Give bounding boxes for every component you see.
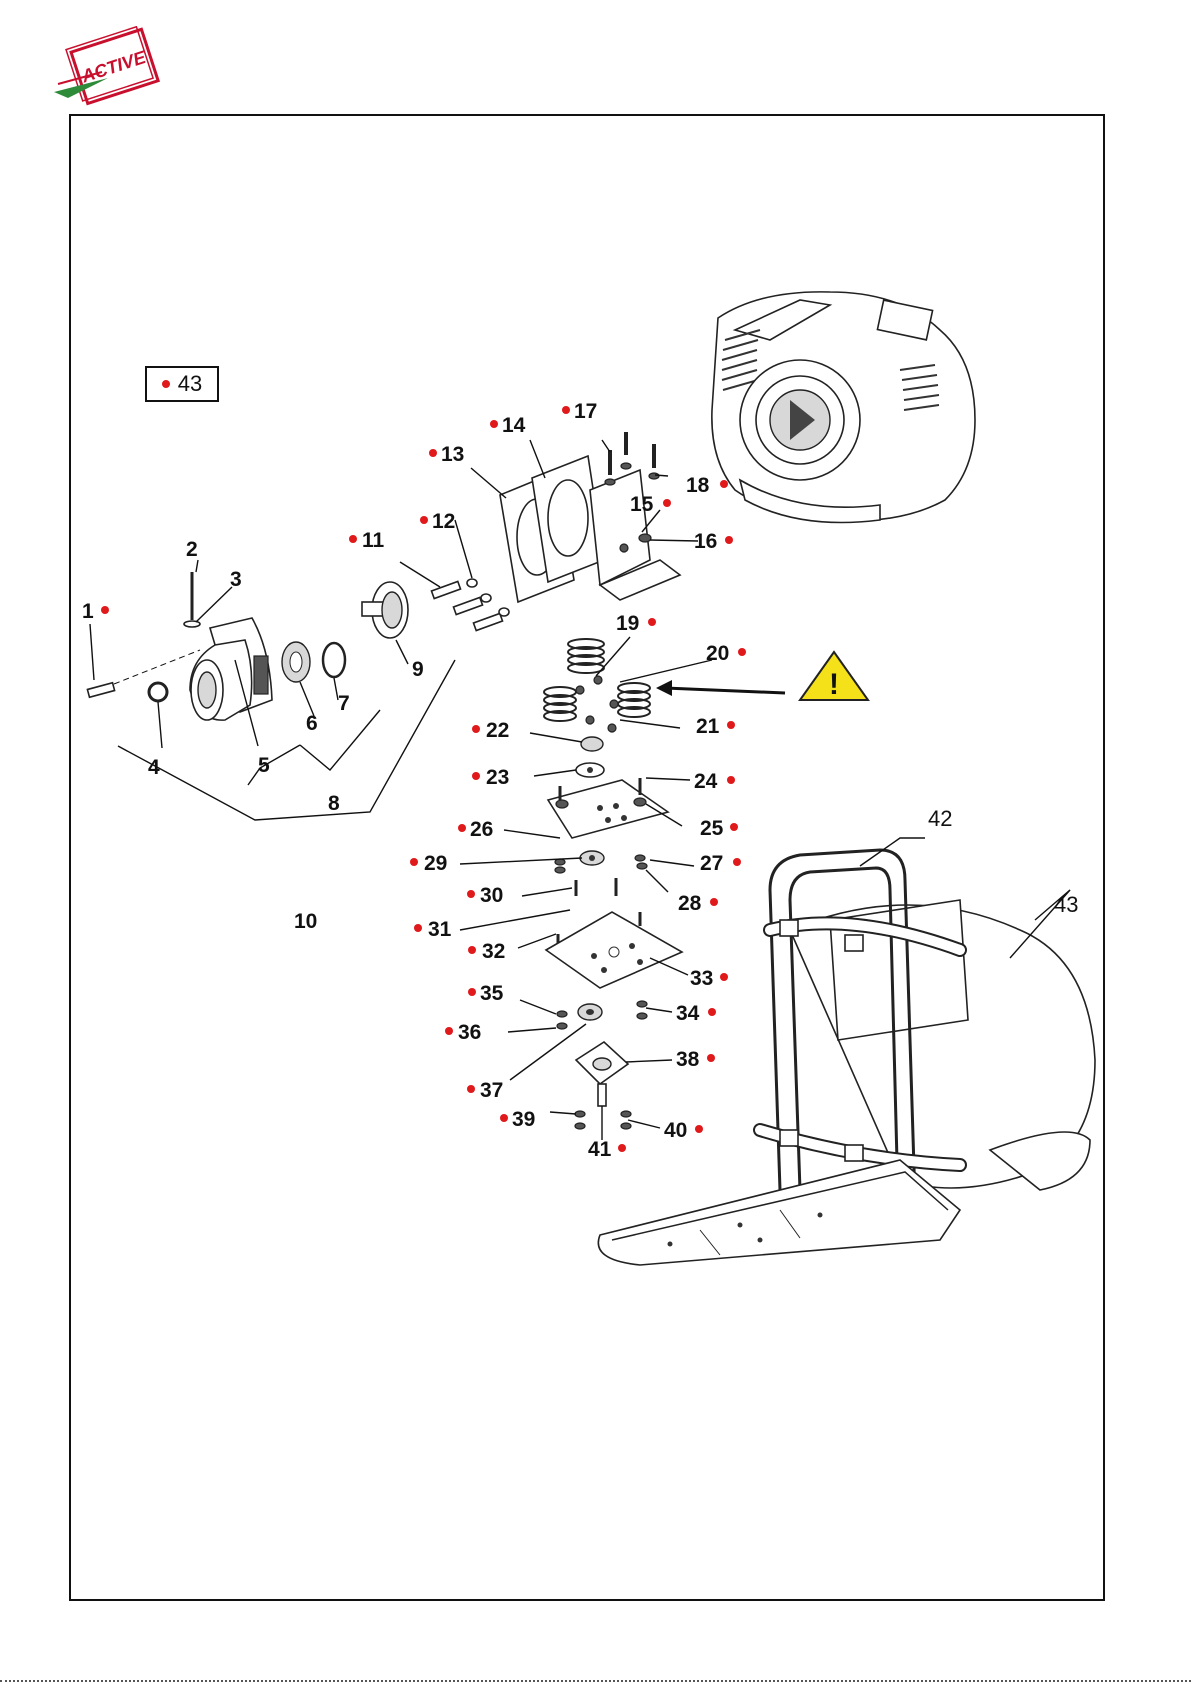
- callout-8: 8: [328, 792, 340, 815]
- callout-21: 21: [696, 715, 720, 738]
- callout-34: 34: [676, 1002, 700, 1025]
- callout-17: 17: [574, 400, 597, 423]
- mounting-bolts: [431, 579, 509, 631]
- callout-36: 36: [458, 1021, 481, 1044]
- backpack-frame: [598, 838, 1095, 1265]
- callout-24: 24: [694, 770, 718, 793]
- isolator-stack: [546, 737, 682, 1129]
- callout-7: 7: [338, 692, 350, 715]
- callout-3: 3: [230, 568, 242, 591]
- callout-33: 33: [690, 967, 713, 990]
- callout-5: 5: [258, 754, 270, 777]
- callout-9: 9: [412, 658, 424, 681]
- callout-40: 40: [664, 1119, 687, 1142]
- callout-28: 28: [678, 892, 702, 915]
- callout-39: 39: [512, 1108, 535, 1131]
- callout-41: 41: [588, 1138, 612, 1161]
- callout-25: 25: [700, 817, 724, 840]
- callout-23: 23: [486, 766, 509, 789]
- callout-16: 16: [694, 530, 717, 553]
- warning-callout: !: [656, 652, 868, 701]
- callout-31: 31: [428, 918, 452, 941]
- callout-26: 26: [470, 818, 493, 841]
- callout-38: 38: [676, 1048, 700, 1071]
- callout-6: 6: [306, 712, 318, 735]
- callout-42: 42: [928, 806, 952, 831]
- callout-14: 14: [502, 414, 526, 437]
- callout-43: 43: [1054, 892, 1078, 917]
- callout-32: 32: [482, 940, 505, 963]
- callout-22: 22: [486, 719, 509, 742]
- callout-30: 30: [480, 884, 503, 907]
- callout-12: 12: [432, 510, 455, 533]
- callout-37: 37: [480, 1079, 503, 1102]
- callout-18: 18: [686, 474, 710, 497]
- callout-13: 13: [441, 443, 464, 466]
- callout-29: 29: [424, 852, 447, 875]
- clutch-housing-group: [87, 572, 455, 820]
- callout-20: 20: [706, 642, 729, 665]
- callout-27: 27: [700, 852, 723, 875]
- warning-symbol: !: [829, 668, 839, 701]
- spring-assembly: [544, 639, 650, 732]
- callout-15: 15: [630, 493, 654, 516]
- callout-19: 19: [616, 612, 639, 635]
- callout-11: 11: [362, 529, 385, 552]
- callout-10: 10: [294, 910, 317, 933]
- callout-2: 2: [186, 538, 198, 561]
- engine-illustration: [712, 292, 975, 523]
- callout-4: 4: [148, 756, 160, 779]
- callout-1: 1: [82, 600, 94, 623]
- callout-35: 35: [480, 982, 504, 1005]
- footer-dotted-rule: [0, 1680, 1191, 1682]
